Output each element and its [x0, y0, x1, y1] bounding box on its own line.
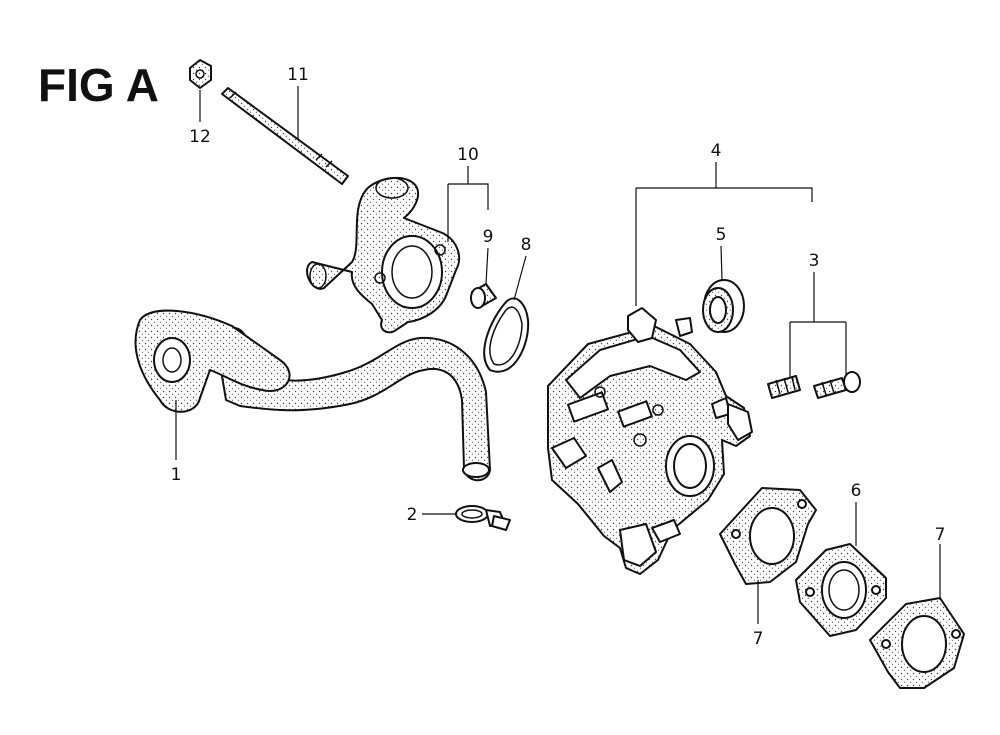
part-10-intake-elbow — [306, 176, 461, 334]
callout-9: 9 — [483, 227, 494, 247]
callout-12: 12 — [189, 127, 211, 147]
callout-3: 3 — [809, 251, 820, 271]
part-2-hose-clamp — [455, 505, 511, 531]
callout-labels: 12 11 10 9 8 4 5 3 1 2 7 6 7 — [171, 65, 946, 649]
part-3-screw-a — [767, 375, 801, 399]
part-7-gasket-left — [719, 487, 817, 585]
callout-7-right: 7 — [935, 525, 946, 545]
part-3-screw-b — [813, 371, 861, 399]
part-8-gasket — [483, 297, 530, 373]
callout-6: 6 — [851, 481, 862, 501]
part-4-carburetor — [547, 307, 753, 575]
part-3-screws — [767, 371, 861, 399]
callout-2: 2 — [407, 505, 418, 525]
callout-4: 4 — [711, 141, 722, 161]
callout-7-left: 7 — [753, 629, 764, 649]
part-7-gasket-right — [869, 597, 965, 689]
callout-5: 5 — [716, 225, 727, 245]
part-12-nut — [189, 59, 212, 89]
part-5-seal — [702, 279, 745, 333]
part-9-collar — [470, 283, 497, 309]
leader-lines — [175, 86, 941, 624]
callout-10: 10 — [457, 145, 479, 165]
part-6-insulator — [795, 543, 887, 637]
callout-1: 1 — [171, 465, 182, 485]
part-1-hose — [134, 309, 491, 482]
figure-title: FIG A — [38, 59, 159, 111]
part-11-stud-bolt — [221, 87, 349, 185]
callout-11: 11 — [287, 65, 309, 85]
callout-8: 8 — [521, 235, 532, 255]
